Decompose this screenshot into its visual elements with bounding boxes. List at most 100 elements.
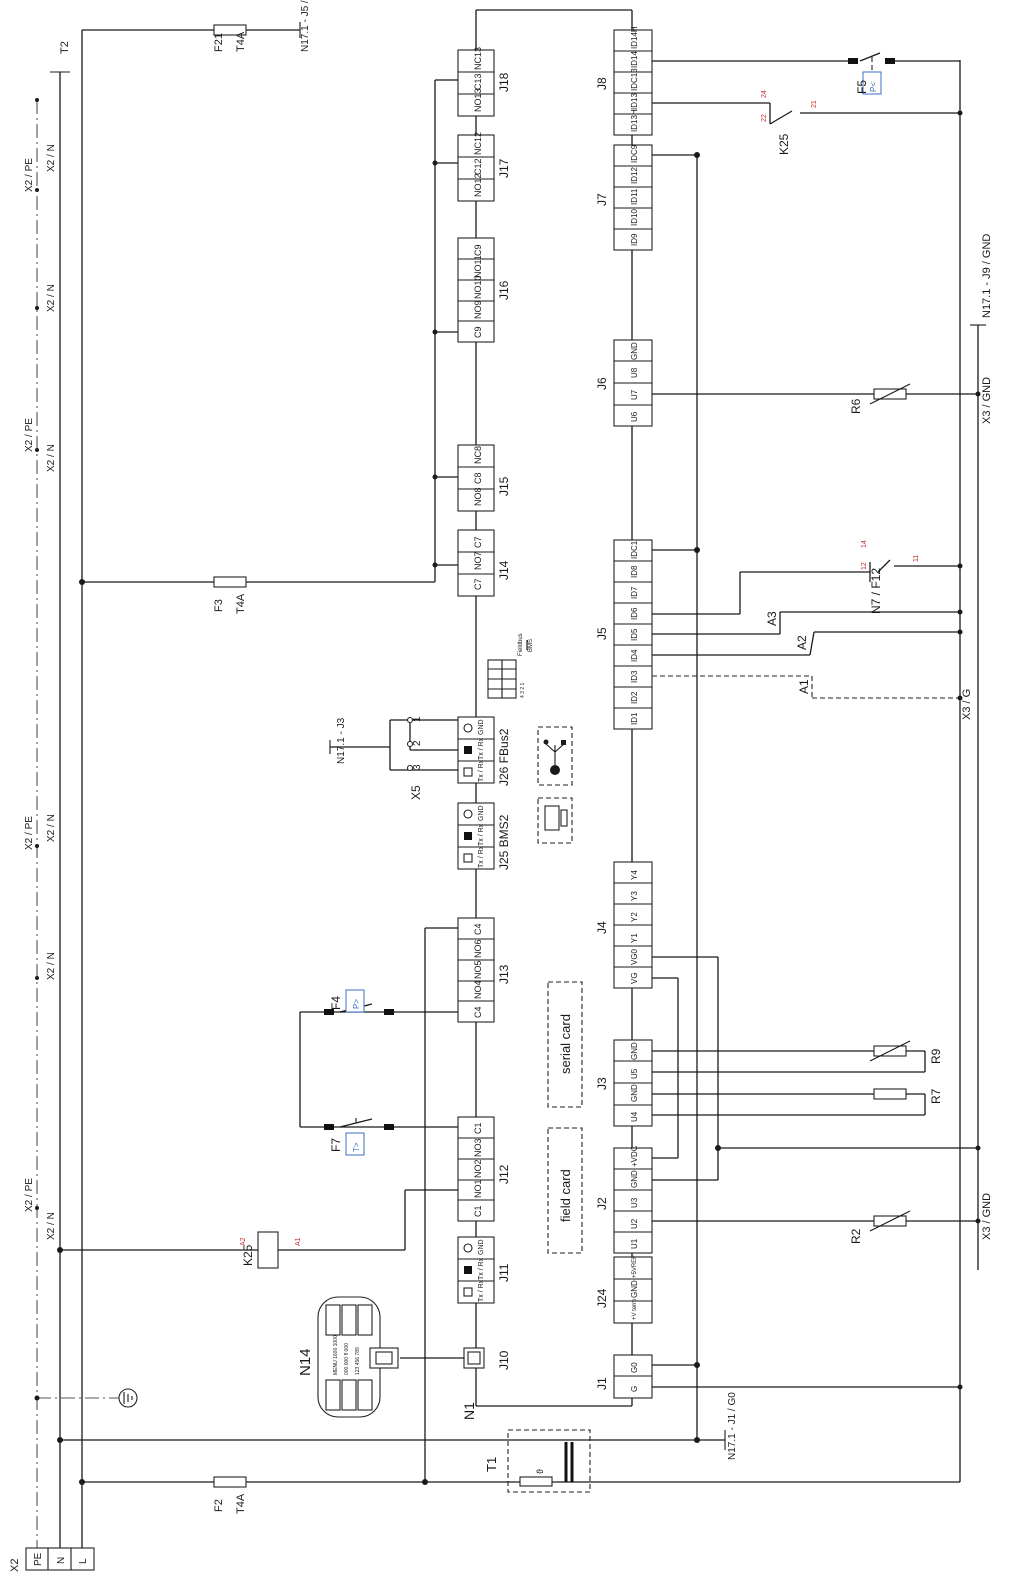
- svg-text:NC13: NC13: [473, 47, 483, 70]
- connector-j4: Y4 Y3 Y2 Y1 VG0 VG J4: [595, 861, 653, 989]
- connector-j4-id: J4: [595, 921, 609, 934]
- svg-text:22: 22: [761, 114, 768, 122]
- connector-j14: C7 NO7 C7 J14: [457, 529, 511, 597]
- svg-text:21: 21: [811, 100, 818, 108]
- svg-text:GND: GND: [630, 1084, 639, 1102]
- connector-j15: NC8 C8 NO8 J15: [457, 444, 511, 512]
- usb-port-area: [537, 726, 573, 786]
- ref-j1g0: N17.1 - J1 / G0: [727, 1392, 738, 1460]
- svg-text:U1: U1: [630, 1238, 639, 1249]
- switch-f4-id: F4: [329, 996, 343, 1010]
- svg-text:NO3: NO3: [473, 1138, 483, 1157]
- connector-j5-id: J5: [595, 627, 609, 640]
- svg-text:11: 11: [913, 555, 920, 562]
- svg-text:GND: GND: [478, 805, 485, 821]
- svg-text:+V term: +V term: [632, 1299, 638, 1320]
- svg-text:Tx / Rx: Tx / Rx: [478, 759, 485, 782]
- device-n7f12-id: N7 / F12: [869, 568, 883, 614]
- fuse-f2-rating: T4A: [235, 1493, 247, 1514]
- switch-f5-id: F5: [855, 80, 869, 94]
- connector-j24-id: J24: [595, 1288, 609, 1308]
- svg-text:Tx / Rx: Tx / Rx: [478, 737, 485, 760]
- svg-text:GND: GND: [630, 1170, 639, 1188]
- pc-port-area: [537, 797, 573, 844]
- relay-k25-coil-id: K25: [241, 1244, 255, 1266]
- connector-j11: GND Tx / Rx Tx / Rx J11: [457, 1236, 511, 1304]
- svg-text:P>: P>: [352, 999, 361, 1009]
- fuse-f2: [213, 1476, 247, 1488]
- svg-text:U7: U7: [630, 389, 639, 400]
- svg-text:ID1: ID1: [630, 712, 639, 725]
- rail-label-9: X2 / PE: [24, 1178, 35, 1212]
- svg-text:ID14H: ID14H: [630, 26, 639, 49]
- connector-j26-id: J26 FBus2: [497, 728, 511, 786]
- svg-text:MENU 1600 1000: MENU 1600 1000: [333, 1335, 339, 1375]
- svg-text:IDC9: IDC9: [630, 144, 639, 163]
- svg-text:GND: GND: [478, 1239, 485, 1255]
- rail-label-1: X2 / PE: [24, 158, 35, 192]
- connector-j10: J10: [463, 1347, 511, 1370]
- svg-text:IDC13: IDC13: [630, 68, 639, 91]
- svg-text:C9: C9: [473, 244, 483, 256]
- relay-k25-contact-id: K25: [777, 133, 791, 155]
- fuse-f21: [213, 24, 247, 36]
- svg-text:field card: field card: [558, 1169, 573, 1222]
- svg-text:ID13H: ID13H: [630, 109, 639, 132]
- svg-text:GND: GND: [630, 1042, 639, 1060]
- svg-text:U2: U2: [630, 1218, 639, 1229]
- svg-text:G: G: [630, 1386, 639, 1392]
- resistor-r6: R6: [849, 383, 911, 414]
- svg-text:NO6: NO6: [473, 939, 483, 958]
- fuse-f3-rating: T4A: [235, 593, 247, 614]
- connector-j6-id: J6: [595, 377, 609, 390]
- connector-j11-id: J11: [497, 1263, 511, 1282]
- ref-x3gnd-top: X3 / GND: [981, 377, 993, 424]
- rail-label-8: X2 / N: [46, 952, 57, 980]
- resistor-r2: R2: [849, 1210, 911, 1244]
- svg-text:NO1: NO1: [473, 1179, 483, 1198]
- svg-text:A2: A2: [240, 1237, 247, 1246]
- display-n14: MENU 1600 1000 000 000 ff 000 123 456 78…: [297, 1296, 399, 1418]
- svg-text:ID6: ID6: [630, 607, 639, 620]
- field-card-slot: [547, 1127, 583, 1254]
- connector-j24: +5VREF GND +V term J24: [595, 1255, 653, 1324]
- connector-j2: +VDC GND U3 U2 U1 J2: [595, 1145, 653, 1254]
- svg-text:NO8: NO8: [473, 487, 483, 506]
- svg-text:IDC1: IDC1: [630, 540, 639, 559]
- svg-text:NO11: NO11: [473, 255, 483, 278]
- switch-f7: T> F7: [324, 1115, 394, 1156]
- svg-text:NO2: NO2: [473, 1159, 483, 1178]
- resistor-r7: R7: [873, 1088, 943, 1104]
- svg-text:3: 3: [412, 764, 423, 770]
- fieldbus-dip-switch: 4 3 2 1 Fieldbus BMS: [487, 633, 534, 699]
- svg-text:Tx / Rx: Tx / Rx: [478, 1257, 485, 1280]
- terminal-x5: 3 2 1 X5: [406, 716, 423, 800]
- svg-text:X5: X5: [409, 785, 423, 800]
- rail-label-5: X2 / N: [46, 444, 57, 472]
- svg-text:C7: C7: [473, 536, 483, 548]
- svg-text:serial card: serial card: [558, 1014, 573, 1074]
- svg-text:14: 14: [861, 540, 868, 548]
- device-a3-id: A3: [765, 611, 779, 626]
- svg-text:GND: GND: [478, 719, 485, 735]
- svg-text:R9: R9: [929, 1048, 943, 1064]
- svg-text:123 456 789: 123 456 789: [355, 1347, 361, 1375]
- svg-text:A1: A1: [295, 1237, 302, 1246]
- svg-text:C13: C13: [473, 73, 483, 90]
- svg-text:NO9: NO9: [473, 300, 483, 319]
- svg-text:NC8: NC8: [473, 446, 483, 464]
- connector-j25-bms2: GND Tx / Rx Tx / Rx J25 BMS2: [457, 802, 511, 870]
- svg-text:Y4: Y4: [630, 870, 639, 880]
- svg-text:ID9: ID9: [630, 233, 639, 246]
- rail-label-3: X2 / N: [46, 284, 57, 312]
- svg-text:NO10: NO10: [473, 275, 483, 299]
- connector-j8: ID14H ID14 IDC13 ID13 ID13H J8: [595, 26, 653, 136]
- svg-text:C9: C9: [473, 326, 483, 338]
- display-n14-id: N14: [297, 1348, 314, 1376]
- svg-text:Y3: Y3: [630, 891, 639, 901]
- rail-label-6: X2 / PE: [24, 816, 35, 850]
- connector-j17: NC12 C12 NO12 J17: [457, 132, 511, 202]
- svg-text:GND: GND: [630, 342, 639, 360]
- svg-text:BMS: BMS: [528, 639, 534, 652]
